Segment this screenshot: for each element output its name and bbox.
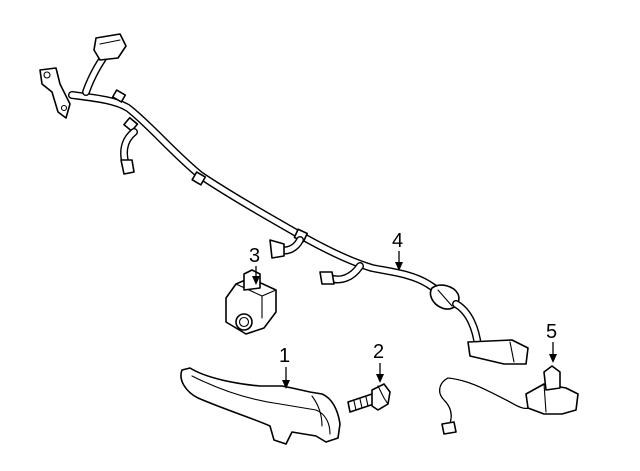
wiring-harness[interactable] (39, 33, 529, 365)
pigtail-sensor-head (543, 365, 561, 391)
callout-4: 4 (392, 230, 403, 271)
callout-label-2: 2 (373, 341, 384, 363)
callout-label-5: 5 (546, 321, 557, 343)
sensor-bracket[interactable] (180, 367, 341, 445)
callout-label-3: 3 (249, 245, 260, 267)
parking-sensor[interactable] (225, 269, 277, 335)
harness-upper-connector (93, 33, 127, 61)
callout-5: 5 (546, 321, 557, 363)
harness-end-connector (467, 339, 529, 365)
callout-2: 2 (373, 341, 384, 383)
sensor-pigtail-harness[interactable] (439, 365, 579, 435)
callout-1: 1 (279, 345, 290, 389)
callout-3: 3 (249, 245, 260, 285)
bolt[interactable] (347, 383, 391, 413)
callout-label-1: 1 (279, 345, 290, 367)
callout-label-4: 4 (392, 230, 403, 252)
harness-mid-connector (269, 239, 285, 259)
